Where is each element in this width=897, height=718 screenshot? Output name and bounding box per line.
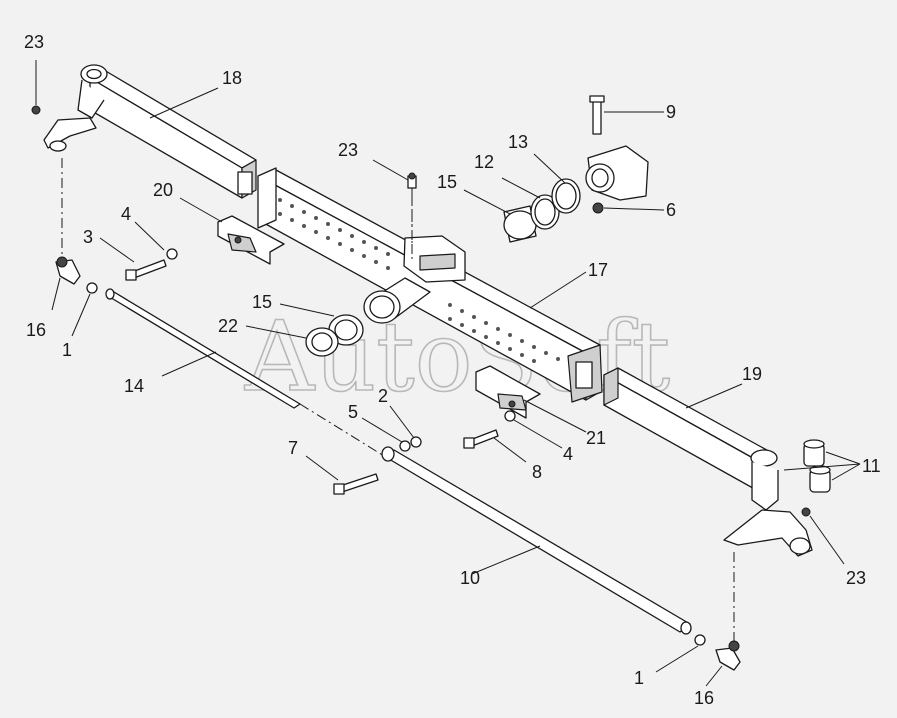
leader-lines [35, 60, 861, 687]
callout-16-left: 16 [26, 320, 46, 340]
bolt-8 [463, 410, 516, 449]
callout-18: 18 [222, 68, 242, 88]
bolt-7 [333, 473, 379, 495]
callout-19: 19 [742, 364, 762, 384]
bushings [803, 439, 831, 493]
callout-21: 21 [586, 428, 606, 448]
grease-fitting-center [407, 172, 417, 189]
callout-23-center: 23 [338, 140, 358, 160]
callout-15-upper: 15 [437, 172, 457, 192]
pivot-housing [585, 95, 649, 214]
callout-20: 20 [153, 180, 173, 200]
callout-23-left: 23 [24, 32, 44, 52]
callout-3: 3 [83, 227, 93, 247]
callout-22: 22 [218, 316, 238, 336]
bracket-plate-21 [475, 365, 541, 419]
callout-11: 11 [862, 456, 881, 476]
callout-23-right: 23 [846, 568, 866, 588]
callout-labels: 23 18 9 23 13 12 15 6 20 4 3 17 15 22 16… [24, 32, 881, 708]
callout-17: 17 [588, 260, 608, 280]
callout-8: 8 [532, 462, 542, 482]
callout-6: 6 [666, 200, 676, 220]
callout-10: 10 [460, 568, 480, 588]
callout-5: 5 [348, 402, 358, 422]
tie-rod-end-left [55, 256, 98, 294]
washers [399, 436, 422, 452]
right-arm [603, 367, 813, 557]
callout-9: 9 [666, 102, 676, 122]
callout-12: 12 [474, 152, 494, 172]
callout-4-upper: 4 [121, 204, 131, 224]
pivot-sleeve [305, 178, 581, 357]
callout-2: 2 [378, 386, 388, 406]
callout-16-right: 16 [694, 688, 714, 708]
tie-rod-10 [381, 446, 692, 635]
tie-rod-end-right [694, 634, 741, 671]
bolt-3 [125, 248, 178, 281]
callout-1-right: 1 [634, 668, 644, 688]
callout-14: 14 [124, 376, 144, 396]
callout-15-lower: 15 [252, 292, 272, 312]
callout-13: 13 [508, 132, 528, 152]
callout-7: 7 [288, 438, 298, 458]
assembly-axes [61, 158, 735, 642]
left-arm [31, 64, 257, 199]
callout-4-lower: 4 [563, 444, 573, 464]
callout-1-left: 1 [62, 340, 72, 360]
bracket-plate-20 [217, 215, 285, 265]
